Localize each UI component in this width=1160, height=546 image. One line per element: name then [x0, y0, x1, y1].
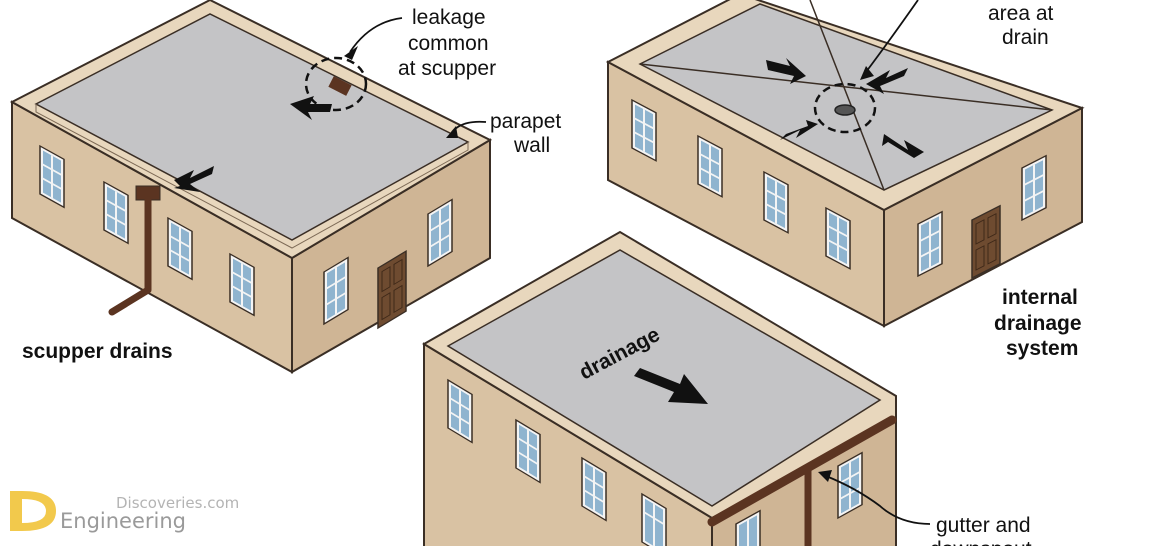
label-leakage: leakage common at scupper: [398, 6, 496, 80]
scupper-downspout: [108, 185, 161, 316]
window: [735, 509, 761, 546]
label-internal: internal drainage system: [994, 286, 1082, 360]
window: [323, 256, 349, 326]
drain-arrow-icon: [290, 96, 332, 120]
label-leakage-line2: common: [408, 32, 489, 55]
window: [427, 198, 453, 268]
label-leakage-line1: leakage: [412, 6, 486, 29]
building-scupper-door: [377, 249, 407, 330]
label-internal-line3: system: [1006, 337, 1078, 360]
label-gutter-line1: gutter and: [936, 514, 1031, 537]
drain-arrow-icon: [766, 58, 806, 84]
leakage-highlight: [304, 56, 368, 112]
drain-highlight: [813, 82, 877, 134]
building-internal-door: [971, 204, 1001, 280]
watermark-logo-icon: [10, 491, 56, 531]
label-gutter-line2: downspout: [930, 538, 1032, 546]
scupper-opening: [328, 76, 352, 96]
label-area-drain-line1: area at: [988, 2, 1054, 25]
watermark-line2: Engineering: [60, 509, 186, 533]
building-gutter-windows: [447, 378, 863, 546]
window: [103, 180, 129, 245]
window: [1021, 154, 1047, 222]
label-parapet-line1: parapet: [490, 110, 561, 133]
watermark-line1: Discoveries.com: [116, 494, 239, 512]
building-internal: [605, 0, 1085, 328]
label-leakage-line3: at scupper: [398, 57, 496, 80]
drain-arrow-icon: [780, 120, 818, 140]
drain-arrow-icon: [174, 166, 214, 192]
label-area-drain: area at drain: [988, 2, 1054, 49]
building-internal-windows: [631, 98, 1047, 278]
window: [39, 144, 65, 209]
window: [763, 170, 789, 234]
label-parapet-line2: wall: [513, 134, 550, 157]
gutter: [707, 415, 897, 527]
label-internal-line2: drainage: [994, 312, 1082, 335]
label-gutter: gutter and downspout: [930, 514, 1032, 546]
window: [447, 378, 473, 444]
window: [167, 216, 193, 281]
label-parapet: parapet wall: [490, 110, 561, 157]
window: [917, 210, 943, 278]
building-scupper-windows: [39, 144, 453, 326]
building-gutter: [422, 230, 931, 546]
window: [697, 134, 723, 198]
window: [825, 206, 851, 270]
window: [641, 492, 667, 546]
window: [837, 451, 863, 520]
label-internal-line1: internal: [1002, 286, 1078, 309]
window: [515, 418, 541, 484]
drain-arrow-icon: [882, 134, 924, 158]
window: [631, 98, 657, 162]
window: [581, 456, 607, 522]
label-scupper-drains: scupper drains: [22, 340, 173, 363]
roof-drain-icon: [834, 104, 856, 116]
building-scupper: [9, 0, 493, 374]
window: [229, 252, 255, 317]
drain-arrow-icon: [866, 68, 908, 94]
watermark: Discoveries.com Engineering: [10, 491, 239, 533]
drainage-arrow-icon: [634, 368, 708, 404]
roof-valley-lines: [639, 0, 1053, 191]
label-area-drain-line2: drain: [1002, 26, 1049, 49]
